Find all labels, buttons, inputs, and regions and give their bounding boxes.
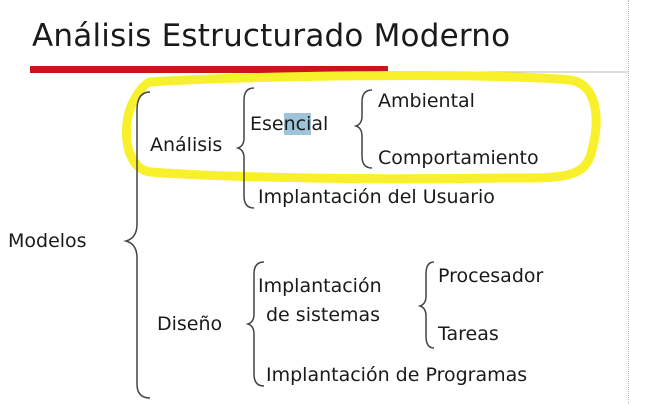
title-underline-bar (30, 66, 388, 73)
node-diseno: Diseño (157, 313, 223, 335)
esencial-text-post: al (311, 113, 329, 135)
text-selection-highlight: nci (283, 113, 312, 135)
node-modelos: Modelos (8, 230, 87, 252)
node-comportamiento: Comportamiento (378, 147, 539, 169)
node-implantacion-sistemas-line2: de sistemas (266, 304, 381, 326)
node-implantacion-programas: Implantación de Programas (266, 364, 528, 386)
node-analisis: Análisis (150, 134, 223, 156)
slide-edge-dotted-line (628, 0, 629, 404)
node-implantacion-usuario: Implantación del Usuario (258, 186, 495, 208)
node-tareas: Tareas (438, 323, 499, 345)
brace-modelos (123, 91, 151, 399)
node-procesador: Procesador (438, 265, 544, 287)
node-ambiental: Ambiental (378, 90, 475, 112)
highlight-outline (122, 71, 601, 184)
slide-title: Análisis Estructurado Moderno (32, 18, 511, 54)
brace-analisis (235, 87, 255, 209)
esencial-text-pre: Ese (250, 113, 284, 135)
node-esencial: Esencial (250, 112, 328, 136)
brace-sistemas (417, 261, 435, 349)
brace-esencial (353, 89, 373, 169)
brace-diseno (245, 261, 265, 387)
node-implantacion-sistemas-line1: Implantación (258, 275, 382, 297)
